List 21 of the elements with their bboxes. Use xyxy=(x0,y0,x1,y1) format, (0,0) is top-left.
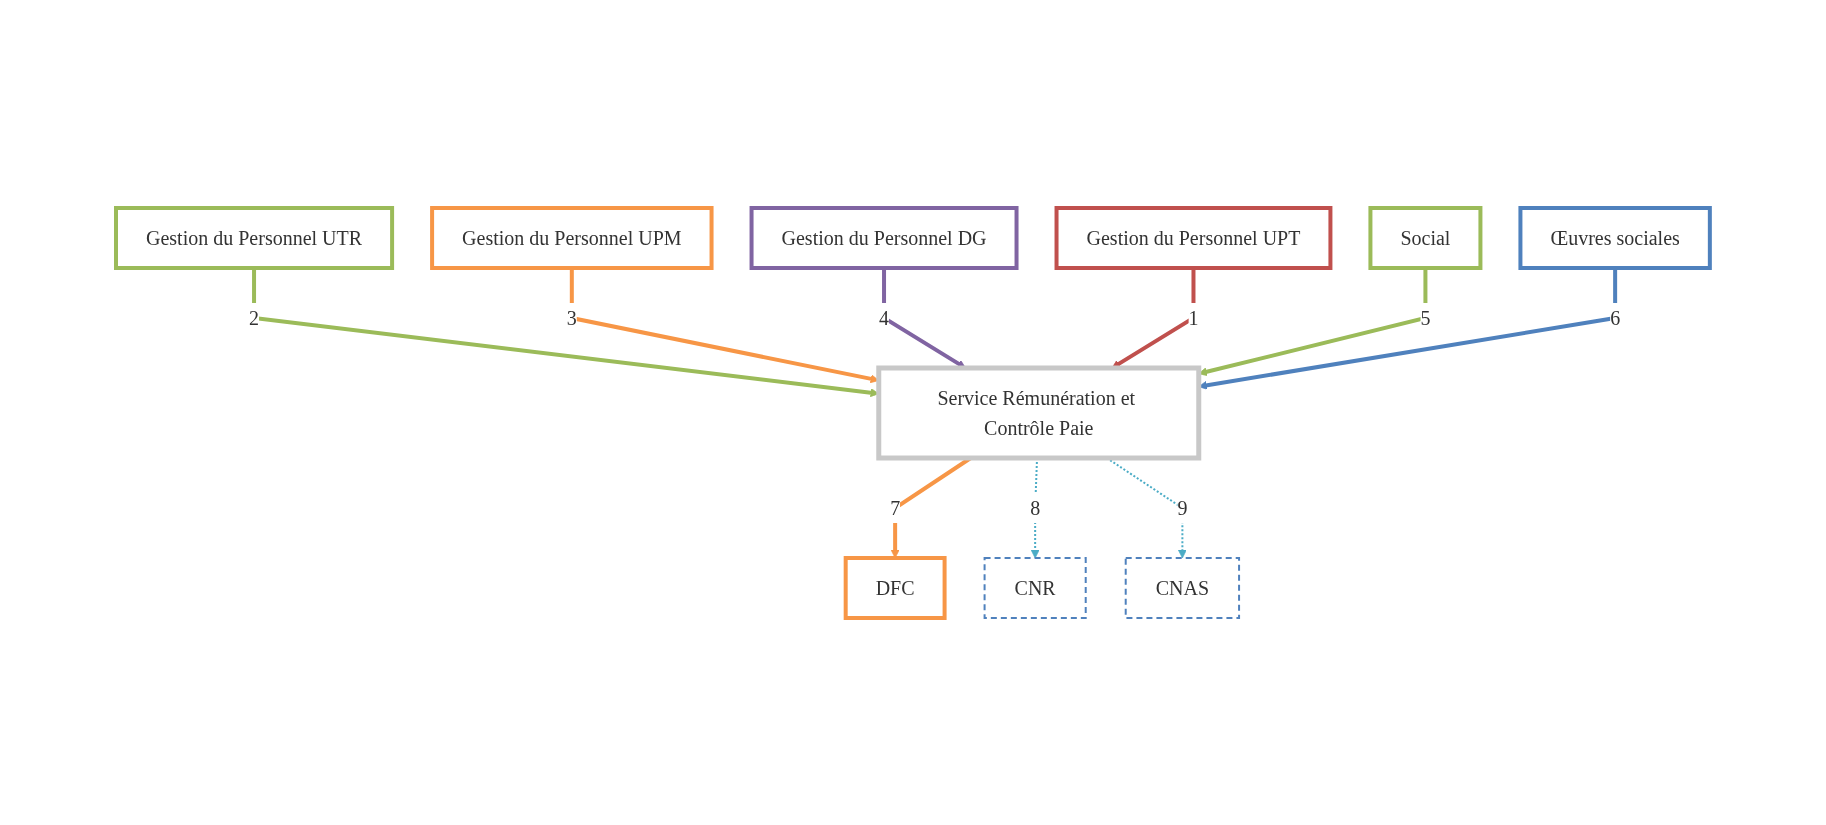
node-box: Gestion du Personnel UPM xyxy=(430,205,714,270)
edge-label: 4 xyxy=(879,306,890,329)
node-box: Œuvres sociales xyxy=(1518,205,1712,270)
node-box: Gestion du Personnel DG xyxy=(749,205,1019,270)
arrow xyxy=(1111,267,1196,368)
edge-label: 6 xyxy=(1610,306,1621,329)
arrow xyxy=(882,267,966,368)
edge-label: 1 xyxy=(1188,306,1199,329)
node-box: Social xyxy=(1368,205,1483,270)
edge-label: 7 xyxy=(890,496,901,519)
edge-label: 9 xyxy=(1177,496,1188,519)
node-box: CNR xyxy=(983,556,1087,619)
edge-label: 3 xyxy=(566,306,577,329)
node-box: DFC xyxy=(843,555,947,620)
node-box: Service Rémunération et Contrôle Paie xyxy=(876,365,1202,460)
node-box: CNAS xyxy=(1124,556,1241,619)
edge-label: 5 xyxy=(1420,306,1431,329)
node-box: Gestion du Personnel UPT xyxy=(1054,205,1333,270)
node-box: Gestion du Personnel UTR xyxy=(114,205,395,270)
edge-label: 8 xyxy=(1030,496,1041,519)
edge-label: 2 xyxy=(249,306,260,329)
